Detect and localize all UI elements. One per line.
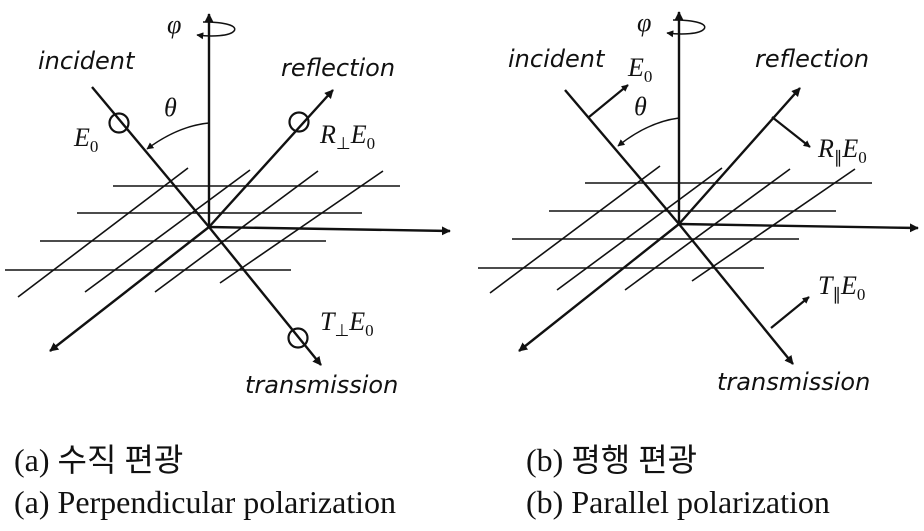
panel-b-reflection-label: reflection (755, 45, 869, 73)
panel-a-reflected-ray (208, 89, 334, 228)
panel-a-reflected-field-circle (288, 111, 310, 133)
panel-b-transmitted-ray (678, 223, 794, 365)
panel-a-theta-arc (146, 122, 210, 150)
panel-a-reflection-label: reflection (281, 54, 395, 82)
panel-a-x-axis (208, 225, 451, 236)
panel-a-incident-ray (91, 86, 210, 228)
panel-b-x-axis (678, 222, 919, 233)
panel-b-transmitted-field-label: T∥E0 (818, 271, 865, 304)
panel-b-transmission-label: transmission (717, 368, 870, 396)
panel-a-reflected-field-label: R⊥E0 (319, 120, 375, 153)
panel-b-transmitted-field-arrow (770, 296, 810, 329)
caption-b-english: (b) Parallel polarization (526, 484, 830, 520)
panel-b-theta-label: θ (634, 92, 647, 121)
panel-a-y-axis (49, 226, 210, 352)
panel-a-interface-grid (5, 167, 400, 298)
panel-a-transmitted-ray (208, 226, 322, 366)
panel-b-incident-field-arrow (588, 84, 629, 118)
panel-a-diagram: φ θ incident reflection transmission E0 … (5, 10, 451, 399)
panel-a-transmission-label: transmission (245, 371, 398, 399)
panel-a-phi-rotation-arrow (196, 21, 236, 40)
panel-a-theta-label: θ (164, 93, 177, 122)
panel-a-transmitted-field-circle (287, 327, 309, 349)
panel-a-incident-label: incident (38, 47, 136, 75)
panel-a-phi-label: φ (167, 10, 181, 39)
panel-b-phi-label: φ (637, 8, 651, 37)
panel-b-theta-arc (617, 117, 680, 147)
panel-a-incident-field-circle (108, 112, 130, 134)
panel-b-incident-field-label: E0 (627, 53, 652, 86)
panel-b-incident-ray (564, 89, 680, 225)
panel-b-phi-rotation-arrow (666, 19, 706, 38)
panel-b-reflected-field-arrow (771, 116, 811, 148)
panel-b-incident-label: incident (508, 45, 606, 73)
panel-b-reflected-ray (678, 87, 801, 225)
caption-a-english: (a) Perpendicular polarization (14, 484, 397, 520)
caption-a-korean: (a) 수직 편광 (14, 442, 184, 478)
panel-b-diagram: φ θ incident reflection transmission E0 … (478, 8, 919, 396)
panel-b-reflected-field-label: R∥E0 (817, 134, 867, 167)
panel-b-interface-grid (478, 165, 872, 294)
panel-b-y-axis (518, 223, 680, 352)
caption-b-korean: (b) 평행 편광 (526, 442, 698, 478)
panel-a-transmitted-field-label: T⊥E0 (320, 307, 374, 340)
panel-a-incident-field-label: E0 (73, 123, 98, 156)
